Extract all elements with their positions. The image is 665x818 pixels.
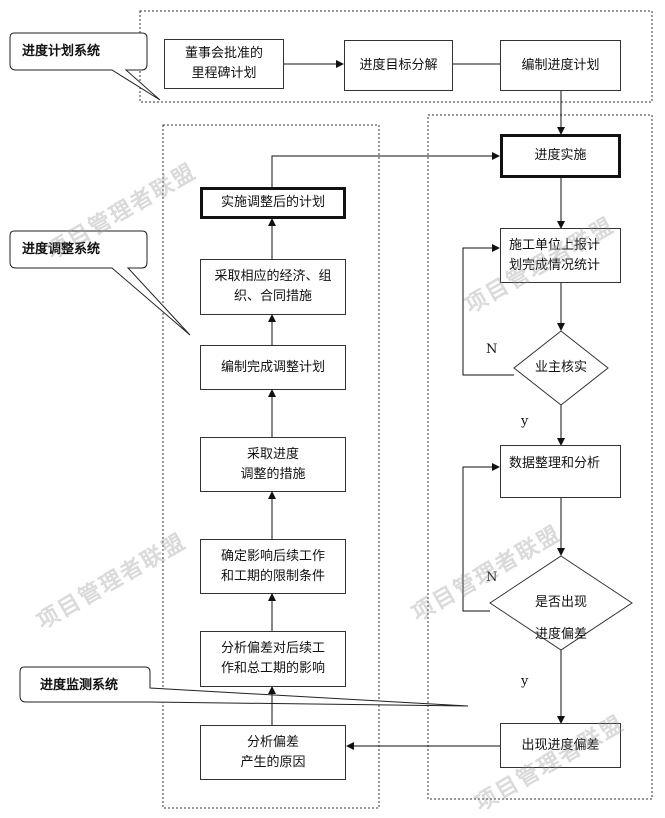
edge-label-n-deviation: N <box>486 570 498 585</box>
connectors <box>268 60 565 750</box>
callout-adjust-shape <box>9 230 191 336</box>
node-contractor-report: 施工单位上报计 划完成情况统计 <box>500 228 621 283</box>
callout-plan-label: 进度计划系统 <box>22 44 101 59</box>
node-execute-adjusted: 实施调整后的计划 <box>200 187 346 219</box>
node-deviation-check: 是否出现 进度偏差 <box>534 595 587 642</box>
callout-adjust-label: 进度调整系统 <box>22 242 101 257</box>
node-constraints: 确定影响后续工作 和工期的限制条件 <box>200 539 346 594</box>
callout-monitor-label: 进度监测系统 <box>40 678 119 693</box>
node-goal-breakdown: 进度目标分解 <box>344 40 453 91</box>
node-deviation-occurs: 出现进度偏差 <box>500 723 621 768</box>
edge-label-n-verify: N <box>486 342 498 357</box>
callout-plan-shape <box>9 32 161 101</box>
node-board-milestone: 董事会批准的 里程碑计划 <box>164 39 284 89</box>
node-adjusted-plan: 编制完成调整计划 <box>200 345 346 390</box>
node-analyze-impact: 分析偏差对后续工 作和总工期的影响 <box>200 631 346 687</box>
node-implement: 进度实施 <box>500 134 621 178</box>
node-data-analysis: 数据整理和分析 <box>500 445 621 498</box>
adjust-system-group <box>162 124 380 809</box>
node-adjust-measures: 采取进度 调整的措施 <box>200 437 346 492</box>
node-take-measures: 采取相应的经济、组 织、合同措施 <box>200 259 346 315</box>
monitor-system-group <box>427 114 653 800</box>
edge-label-y-verify: y <box>521 414 529 429</box>
edge-label-y-deviation: y <box>521 674 529 689</box>
callout-monitor-shape <box>19 666 469 707</box>
node-owner-verify: 业主核实 <box>534 360 587 375</box>
node-make-plan: 编制进度计划 <box>500 40 621 91</box>
node-analyze-cause: 分析偏差 产生的原因 <box>200 725 346 780</box>
